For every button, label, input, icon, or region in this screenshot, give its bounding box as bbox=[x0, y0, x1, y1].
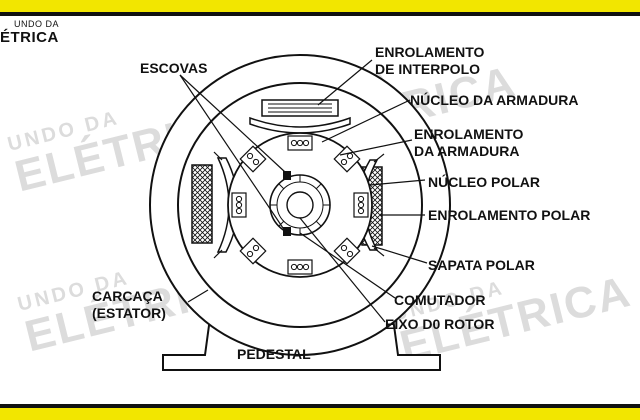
logo-line-1: UNDO DA bbox=[14, 19, 60, 29]
label-nucleo-armadura: NÚCLEO DA ARMADURA bbox=[410, 92, 579, 108]
label-enrolamento-interpolo-line2: DE INTERPOLO bbox=[375, 61, 481, 77]
brushes bbox=[283, 171, 291, 236]
label-sapata-polar: SAPATA POLAR bbox=[428, 257, 535, 273]
label-escovas: ESCOVAS bbox=[140, 60, 208, 76]
logo-line-2: ÉTRICA bbox=[0, 29, 59, 46]
label-pedestal: PEDESTAL bbox=[237, 346, 311, 362]
label-enrolamento-armadura-line1: ENROLAMENTO bbox=[414, 126, 524, 142]
label-enrolamento-armadura: ENROLAMENTO DA ARMADURA bbox=[414, 126, 523, 160]
label-enrolamento-armadura-line2: DA ARMADURA bbox=[414, 143, 520, 159]
top-border-band bbox=[0, 0, 640, 16]
label-eixo-rotor: EIXO D0 ROTOR bbox=[385, 316, 495, 332]
label-enrolamento-interpolo-line1: ENROLAMENTO bbox=[375, 44, 485, 60]
label-nucleo-polar: NÚCLEO POLAR bbox=[428, 174, 540, 190]
label-enrolamento-polar: ENROLAMENTO POLAR bbox=[428, 207, 591, 223]
brand-logo: UNDO DA ÉTRICA bbox=[0, 19, 60, 46]
bottom-border-band bbox=[0, 404, 640, 420]
leader-lines bbox=[179, 59, 428, 323]
commutator bbox=[269, 174, 331, 236]
label-carcaca: CARCAÇA (ESTATOR) bbox=[92, 288, 166, 322]
label-carcaca-line2: (ESTATOR) bbox=[92, 305, 166, 321]
label-comutador: COMUTADOR bbox=[394, 292, 486, 308]
interpole bbox=[249, 99, 351, 134]
label-carcaca-line1: CARCAÇA bbox=[92, 288, 163, 304]
label-enrolamento-interpolo: ENROLAMENTO DE INTERPOLO bbox=[375, 44, 484, 78]
